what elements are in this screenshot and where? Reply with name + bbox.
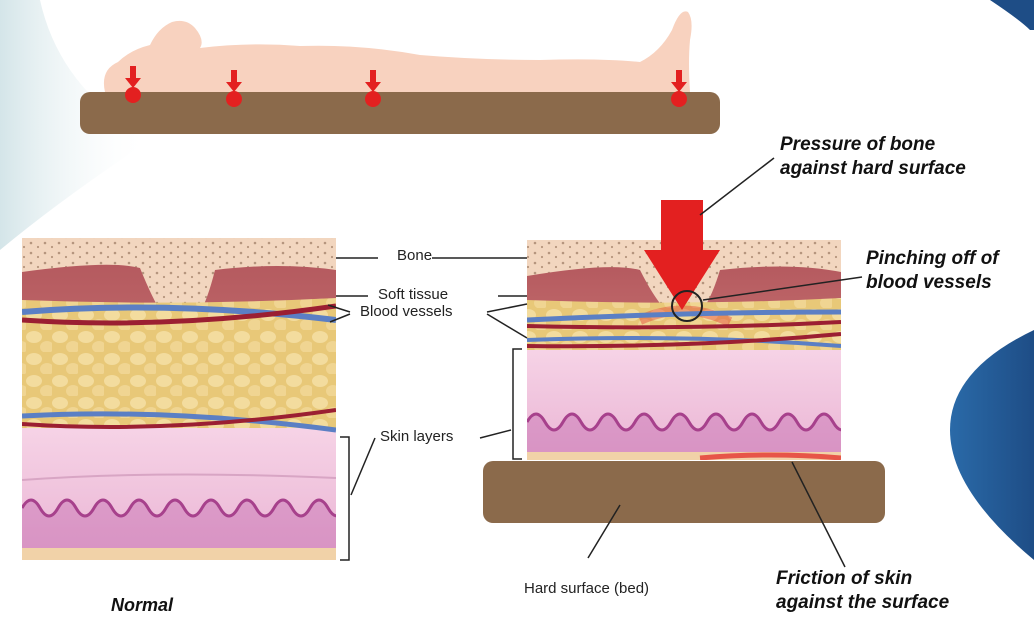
label-friction-line2: against the surface xyxy=(776,591,949,615)
hard-surface-bed xyxy=(483,461,885,523)
pressure-cross-section xyxy=(483,200,885,523)
label-bone: Bone xyxy=(397,247,432,264)
label-pressure: Pressure of bone against hard surface xyxy=(780,133,966,181)
patient-illustration xyxy=(80,11,720,134)
label-pinching-line1: Pinching off of xyxy=(866,247,999,271)
label-pinching: Pinching off of blood vessels xyxy=(866,247,999,295)
label-normal: Normal xyxy=(111,593,173,617)
label-pressure-line1: Pressure of bone xyxy=(780,133,966,157)
label-friction-line1: Friction of skin xyxy=(776,567,949,591)
label-skin-layers: Skin layers xyxy=(380,428,453,445)
normal-cross-section xyxy=(22,238,346,560)
mattress-top xyxy=(80,92,720,134)
label-friction: Friction of skin against the surface xyxy=(776,567,949,615)
label-soft-tissue: Soft tissue xyxy=(378,286,448,303)
label-hard-surface: Hard surface (bed) xyxy=(524,580,649,597)
label-blood-vessels: Blood vessels xyxy=(360,303,453,320)
label-pinching-line2: blood vessels xyxy=(866,271,999,295)
patient-body xyxy=(104,11,692,92)
label-pressure-line2: against hard surface xyxy=(780,157,966,181)
